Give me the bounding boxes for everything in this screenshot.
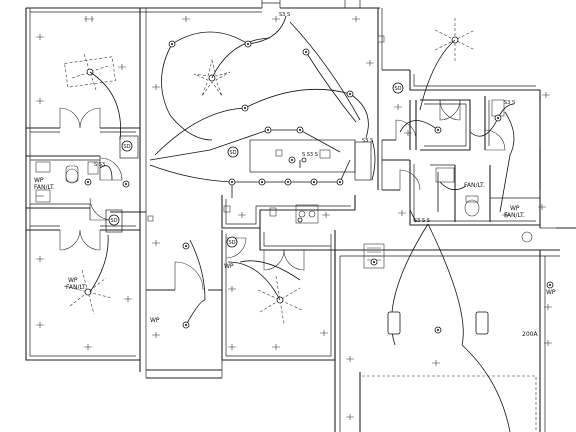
smoke-detector xyxy=(227,146,239,158)
switch-label: S S3 S xyxy=(302,152,318,158)
wp-fan-label: WP xyxy=(68,277,78,284)
smoke-detector xyxy=(121,140,133,152)
switch-label: S3 S S xyxy=(414,218,430,224)
wp-label: WP xyxy=(546,289,556,296)
switch-label: S3 S xyxy=(504,100,515,106)
wp-label: WP xyxy=(150,317,160,324)
switch-label: S S3 xyxy=(94,162,105,168)
smoke-detector-label: SD xyxy=(394,86,401,92)
smoke-detector xyxy=(226,236,238,248)
doors xyxy=(59,99,506,291)
wp-label: WP xyxy=(224,263,234,270)
wp-fan-label: FAN/LT. xyxy=(504,212,525,219)
smoke-detector xyxy=(392,82,404,94)
smoke-detector xyxy=(108,214,120,226)
walls xyxy=(25,0,576,432)
switch-label: S3 S xyxy=(279,12,290,18)
smoke-detector-label: SD xyxy=(228,240,235,246)
smoke-detector-label: SD xyxy=(110,218,117,224)
annotations: WP FAN/LT. WP FAN/LT. WP FAN/LT. FAN/LT.… xyxy=(34,12,556,338)
light-fixtures xyxy=(84,40,554,335)
wp-fan-label: WP xyxy=(34,177,44,184)
receptacles xyxy=(36,16,552,420)
wp-fan-label: FAN/LT. xyxy=(34,184,55,191)
panel-label: 200A xyxy=(522,331,538,338)
ceiling-fans xyxy=(63,18,476,325)
wp-fan-label: WP xyxy=(510,205,520,212)
switch-label: S3 S xyxy=(362,138,373,144)
ceiling-fan xyxy=(63,269,113,315)
fan-lt-label: FAN/LT. xyxy=(464,182,485,189)
plumbing-fixtures xyxy=(35,35,533,269)
smoke-detectors: SD SD SD SD SD xyxy=(108,82,404,248)
smoke-detector-label: SD xyxy=(123,144,130,150)
wp-fan-label: FAN/LT. xyxy=(66,284,87,291)
smoke-detector-label: SD xyxy=(229,150,236,156)
